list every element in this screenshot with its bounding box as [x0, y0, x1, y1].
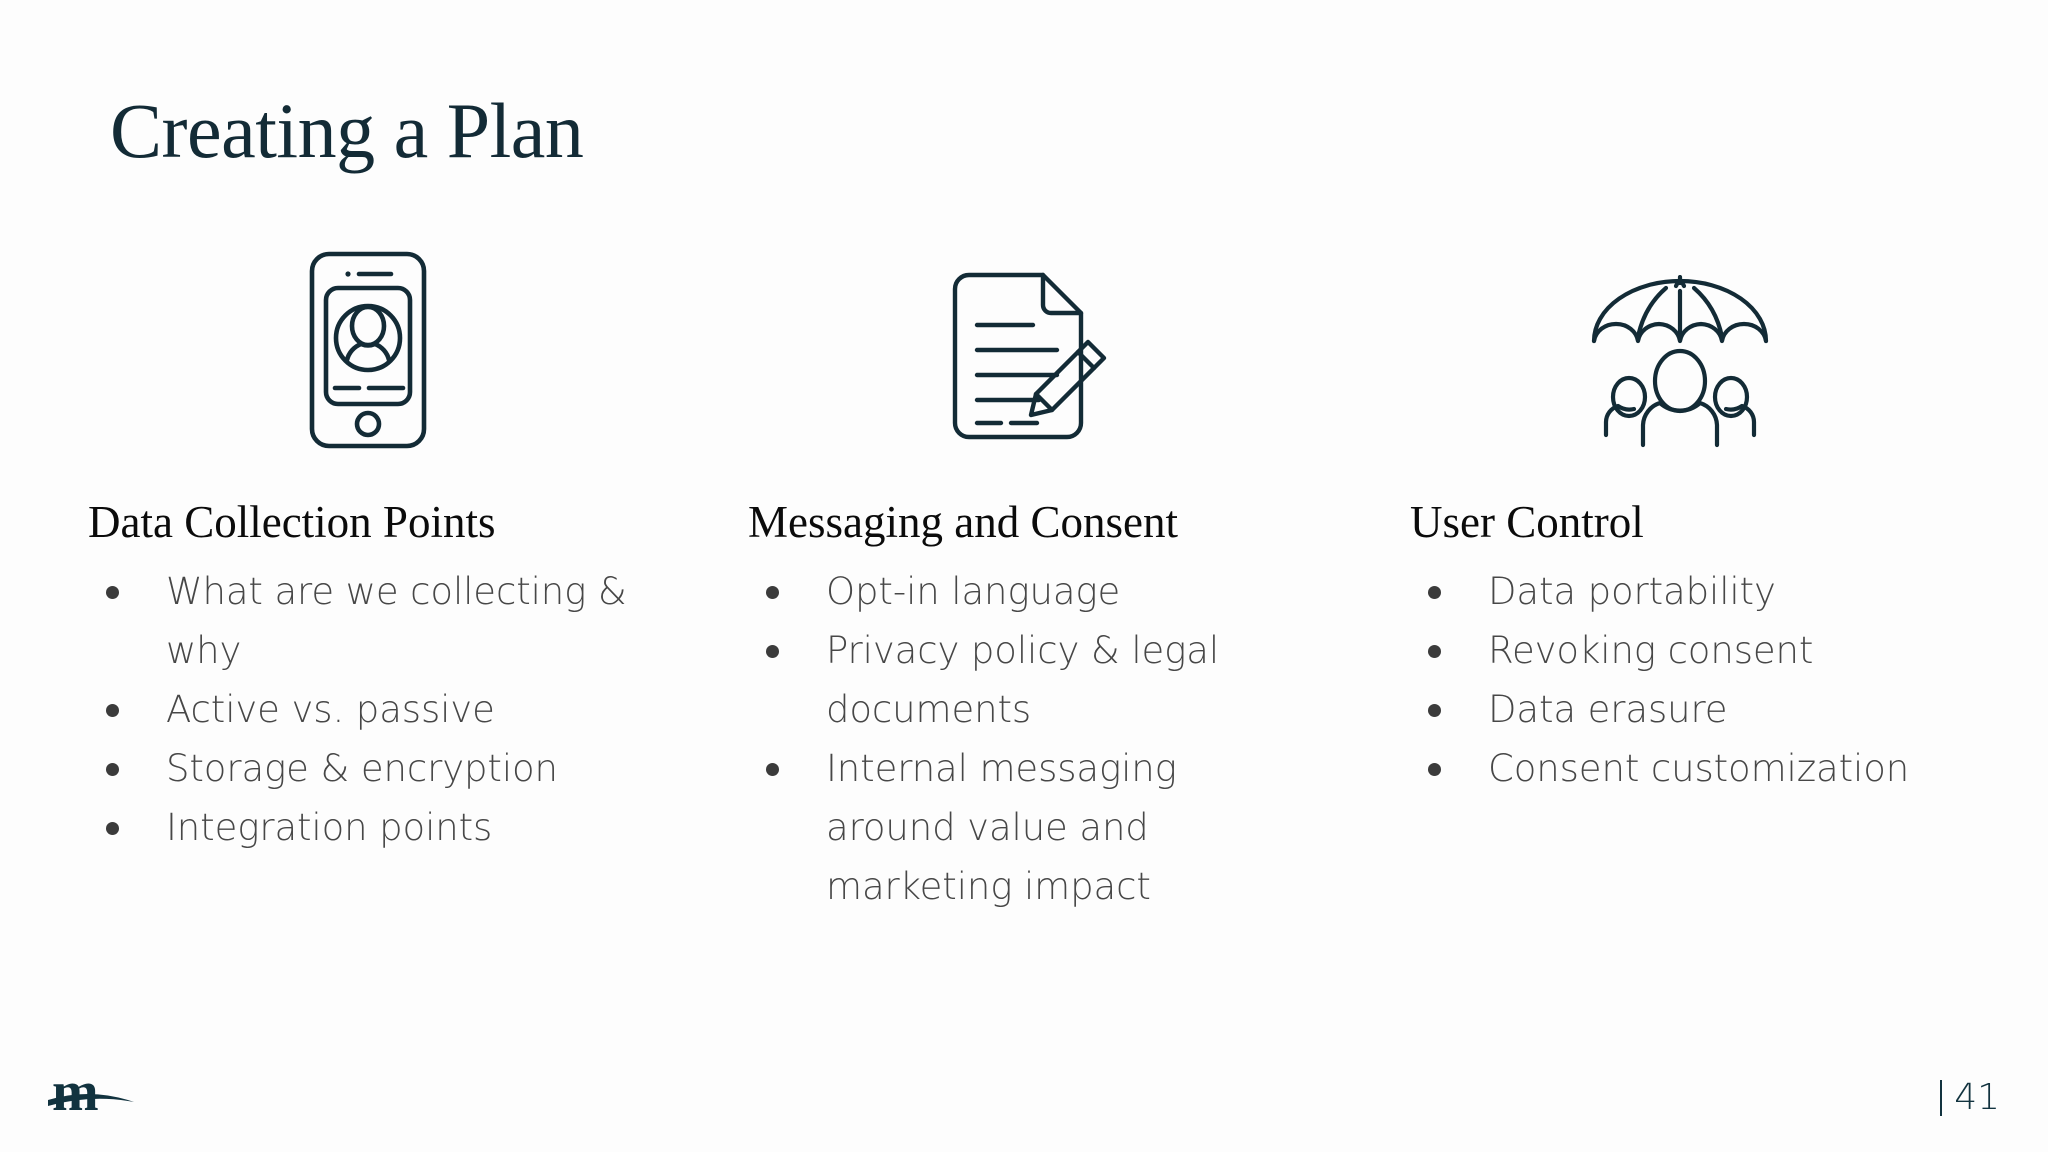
bullet-list: Opt-in language Privacy policy & legal d…: [748, 562, 1388, 916]
svg-text:m: m: [52, 1061, 99, 1122]
bullet-dot-icon: [766, 763, 779, 776]
list-item: Active vs. passive: [88, 680, 728, 739]
bullet-text: Internal messaging around value and mark…: [826, 747, 1177, 908]
bullet-dot-icon: [106, 704, 119, 717]
bullet-dot-icon: [106, 586, 119, 599]
page-separator-icon: [1940, 1080, 1943, 1116]
bullet-dot-icon: [766, 586, 779, 599]
column-messaging-and-consent: Messaging and Consent Opt-in language Pr…: [748, 250, 1388, 1070]
bullet-text: Revoking consent: [1488, 629, 1814, 672]
list-item: Integration points: [88, 798, 728, 857]
bullet-text: What are we collecting & why: [166, 570, 627, 672]
list-item: Storage & encryption: [88, 739, 728, 798]
column-data-collection-points: Data Collection Points What are we colle…: [88, 250, 728, 1070]
bullet-text: Consent customization: [1488, 747, 1910, 790]
bullet-dot-icon: [1428, 645, 1441, 658]
column-heading: User Control: [1410, 497, 1644, 547]
list-item: Opt-in language: [748, 562, 1388, 621]
document-pencil-icon: [748, 250, 1308, 450]
bullet-dot-icon: [106, 763, 119, 776]
bullet-text: Opt-in language: [826, 570, 1121, 613]
list-item: Data portability: [1410, 562, 2030, 621]
list-item: Privacy policy & legal documents: [748, 621, 1388, 739]
list-item: What are we collecting & why: [88, 562, 728, 680]
list-item: Internal messaging around value and mark…: [748, 739, 1388, 916]
smartphone-user-icon: [88, 250, 648, 450]
umbrella-people-icon: [1410, 250, 1950, 450]
list-item: Consent customization: [1410, 739, 2030, 798]
page-title: Creating a Plan: [110, 87, 584, 174]
column-heading: Messaging and Consent: [748, 497, 1178, 547]
bullet-dot-icon: [106, 822, 119, 835]
bullet-text: Data erasure: [1488, 688, 1728, 731]
bullet-text: Integration points: [166, 806, 493, 849]
content-columns: Data Collection Points What are we colle…: [0, 250, 2048, 1070]
column-user-control: User Control Data portability Revoking c…: [1410, 250, 2030, 1070]
page-number-indicator: 41: [1940, 1080, 2000, 1116]
bullet-dot-icon: [766, 645, 779, 658]
bullet-list: Data portability Revoking consent Data e…: [1410, 562, 2030, 798]
bullet-text: Privacy policy & legal documents: [826, 629, 1220, 731]
bullet-dot-icon: [1428, 586, 1441, 599]
bullet-text: Active vs. passive: [166, 688, 495, 731]
list-item: Data erasure: [1410, 680, 2030, 739]
page-number: 41: [1954, 1077, 2000, 1118]
bullet-text: Storage & encryption: [166, 747, 558, 790]
bullet-dot-icon: [1428, 704, 1441, 717]
bullet-list: What are we collecting & why Active vs. …: [88, 562, 728, 857]
column-heading: Data Collection Points: [88, 497, 496, 547]
list-item: Revoking consent: [1410, 621, 2030, 680]
mightily-m-logo: m: [46, 1060, 136, 1123]
bullet-dot-icon: [1428, 763, 1441, 776]
bullet-text: Data portability: [1488, 570, 1776, 613]
